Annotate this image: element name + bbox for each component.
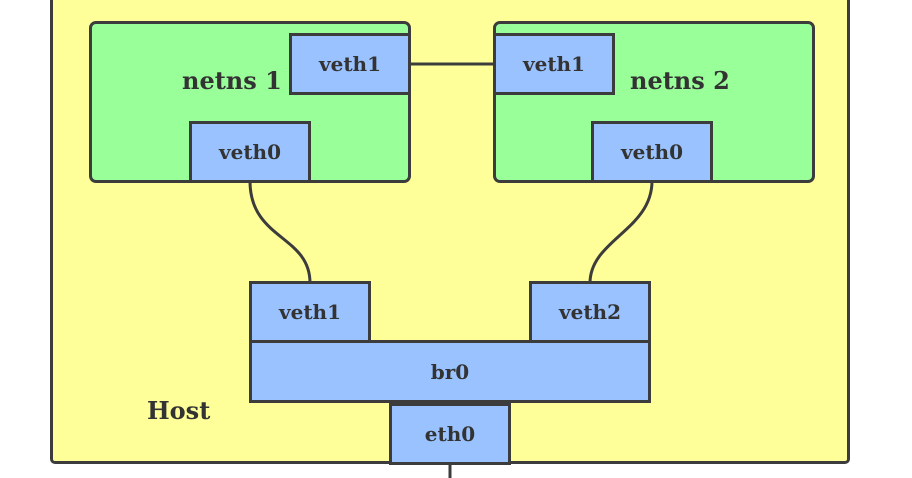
netns2-label: netns 2 (630, 66, 730, 95)
bridge-veth2: veth2 (529, 281, 651, 343)
host-eth0: eth0 (389, 403, 511, 465)
netns2-to-bridge-cable (588, 180, 654, 284)
netns2-veth1: veth1 (493, 33, 615, 95)
host-label: Host (147, 396, 211, 425)
netns1-label: netns 1 (182, 66, 282, 95)
bridge-br0: br0 (249, 340, 651, 403)
netns1-veth1: veth1 (289, 33, 411, 95)
netns1-veth0: veth0 (189, 121, 311, 183)
netns1-to-bridge-cable (248, 180, 312, 284)
netns2-veth0: veth0 (591, 121, 713, 183)
bridge-veth1: veth1 (249, 281, 371, 343)
